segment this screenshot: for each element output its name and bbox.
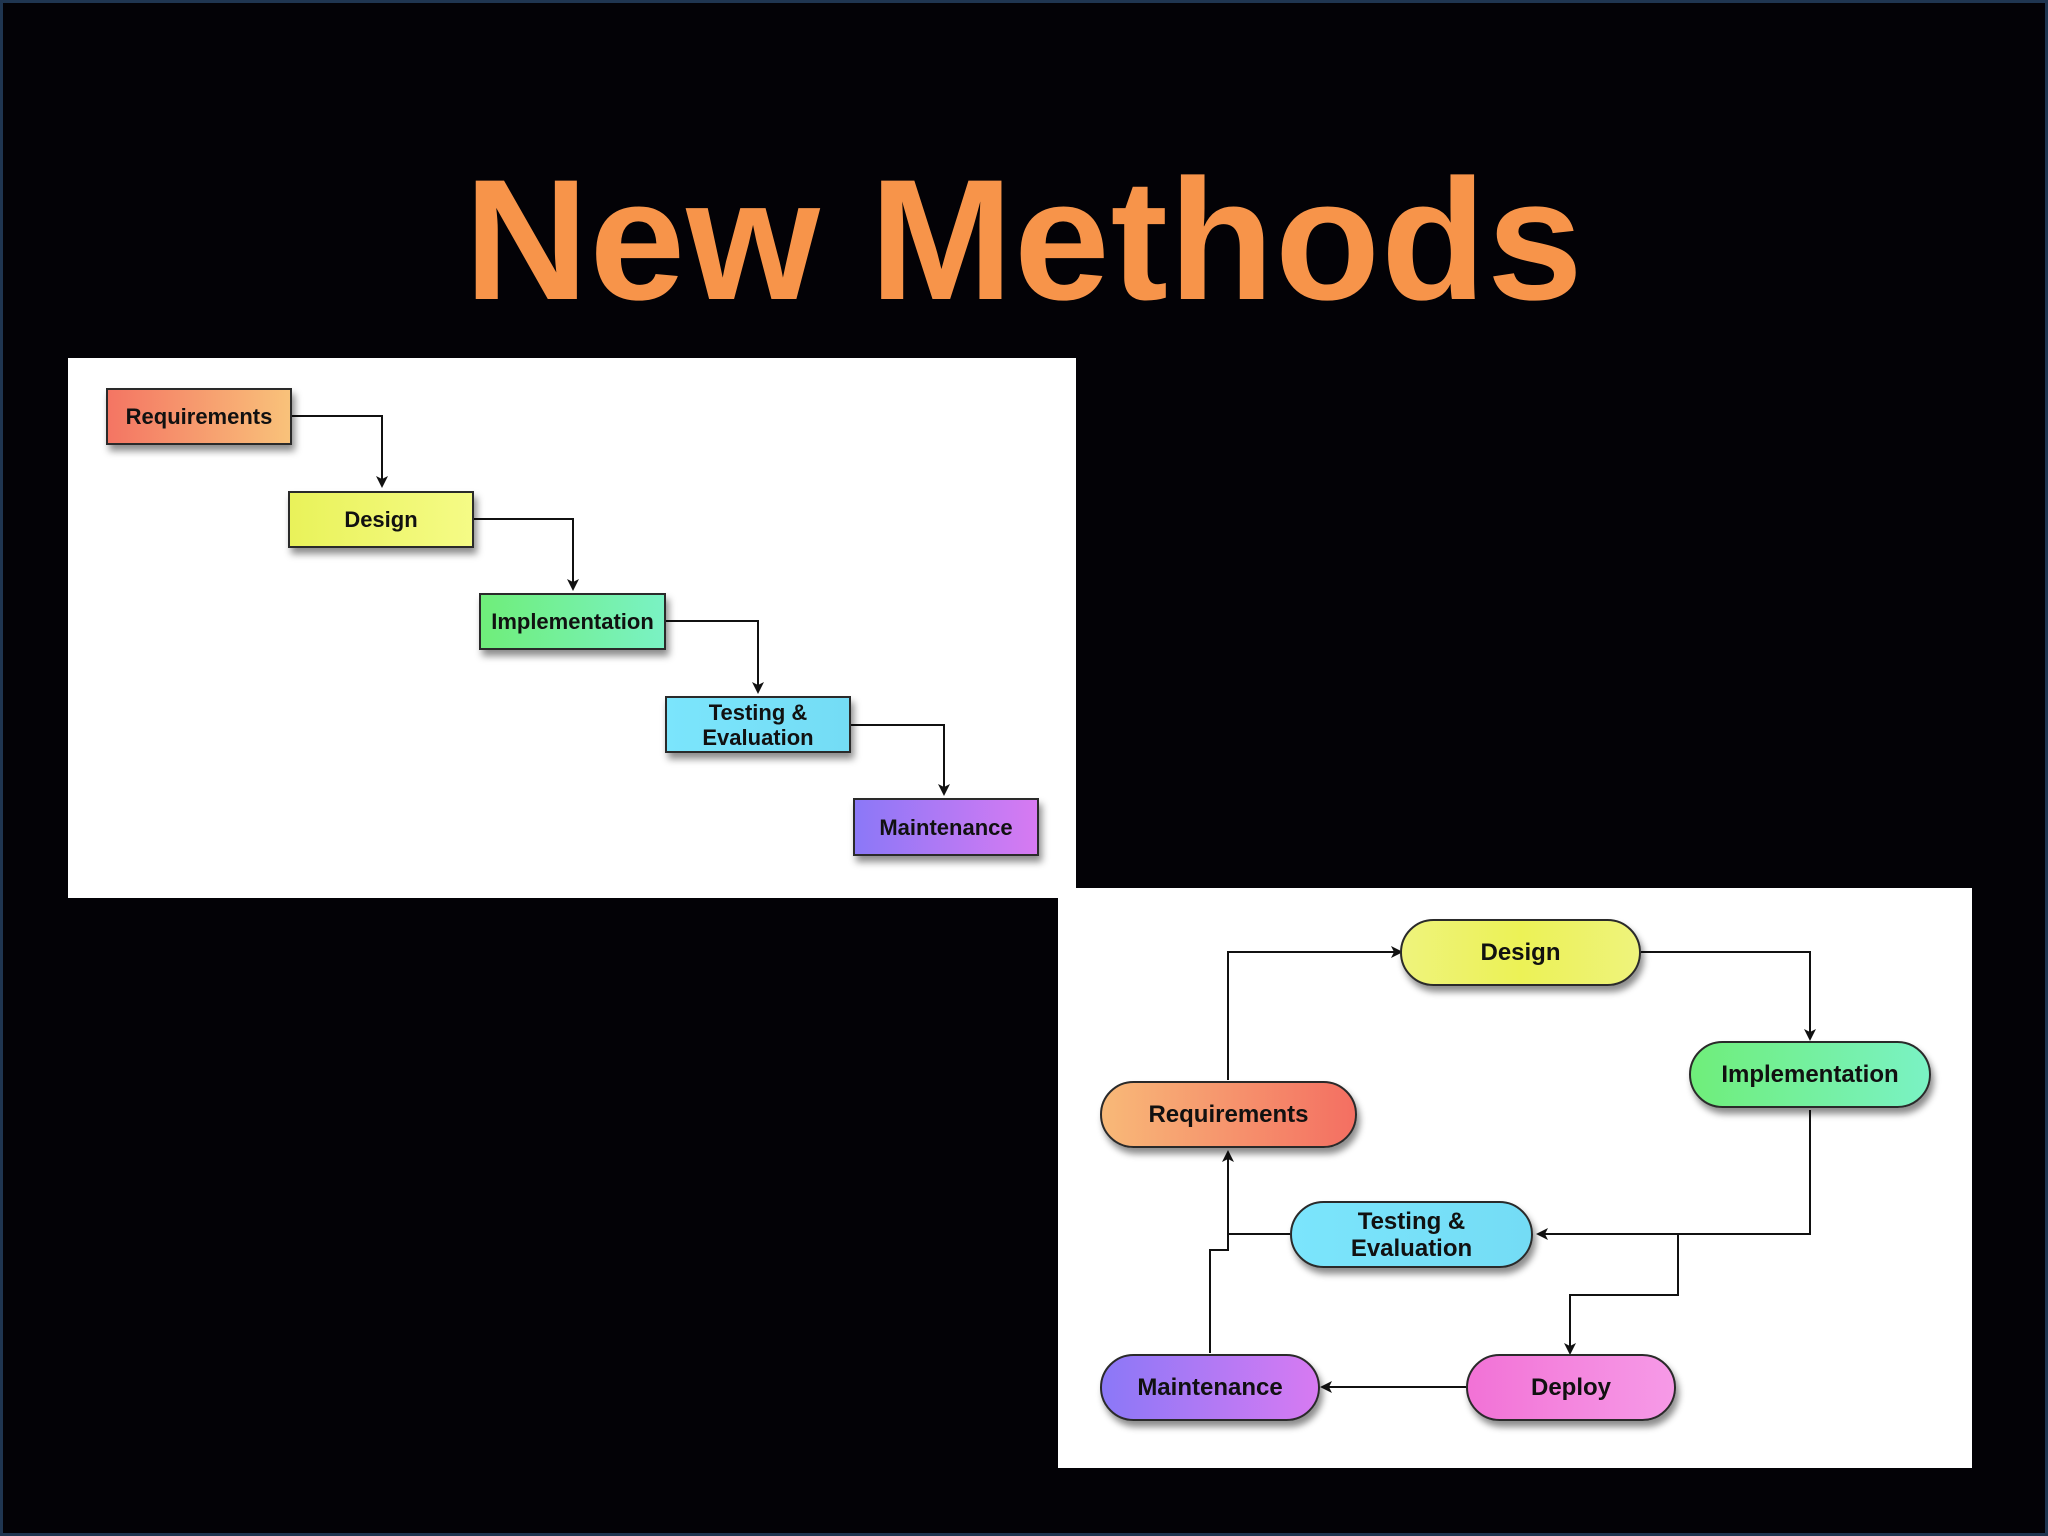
waterfall-diagram: Requirements Design Implementation Testi… (68, 358, 1076, 898)
cycle-diagram: Design Implementation Requirements Testi… (1058, 888, 1972, 1468)
waterfall-step-implementation: Implementation (479, 593, 666, 650)
cycle-node-design: Design (1400, 919, 1641, 986)
cycle-node-maintenance: Maintenance (1100, 1354, 1320, 1421)
waterfall-arrow-4 (851, 724, 950, 796)
cycle-arrow-design-impl (1641, 951, 1816, 1041)
cycle-node-testing: Testing & Evaluation (1290, 1201, 1533, 1268)
cycle-arrow-req-design (1227, 946, 1403, 1080)
slide-title: New Methods (464, 144, 1584, 336)
cycle-arrow-impl-deploy (1564, 1234, 1679, 1355)
cycle-node-implementation: Implementation (1689, 1041, 1931, 1108)
cycle-node-requirements: Requirements (1100, 1081, 1357, 1148)
cycle-arrow-impl-testing (1536, 1110, 1811, 1240)
cycle-arrow-maint-req (1209, 1150, 1234, 1353)
waterfall-step-testing: Testing & Evaluation (665, 696, 851, 753)
waterfall-step-design: Design (288, 491, 474, 548)
cycle-node-deploy: Deploy (1466, 1354, 1676, 1421)
waterfall-arrow-2 (474, 518, 579, 591)
cycle-connectors (1209, 946, 1816, 1393)
waterfall-step-maintenance: Maintenance (853, 798, 1039, 856)
waterfall-connectors (292, 415, 950, 796)
waterfall-arrow-1 (292, 415, 388, 488)
waterfall-step-requirements: Requirements (106, 388, 292, 445)
waterfall-arrow-3 (666, 620, 764, 694)
